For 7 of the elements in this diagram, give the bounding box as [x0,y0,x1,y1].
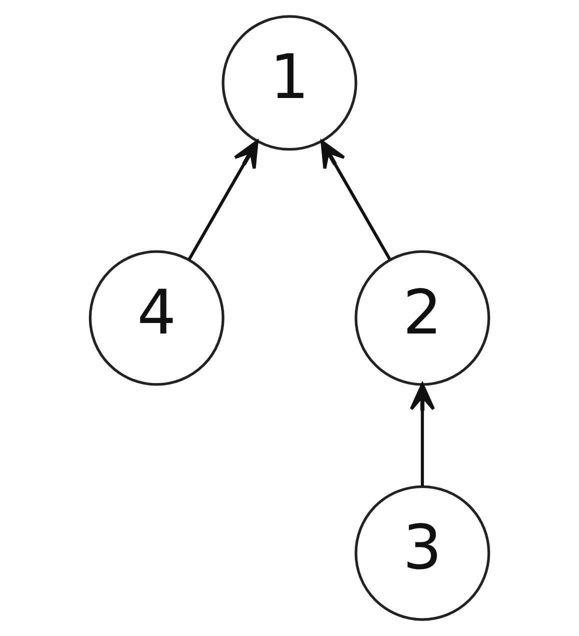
node-circle: 1 [222,15,358,151]
arrow [188,140,258,260]
node-circle: 4 [88,250,224,386]
node-circle: 2 [354,250,490,386]
arrow [410,383,435,486]
node-circle: 3 [354,485,490,621]
arrow [320,140,392,260]
